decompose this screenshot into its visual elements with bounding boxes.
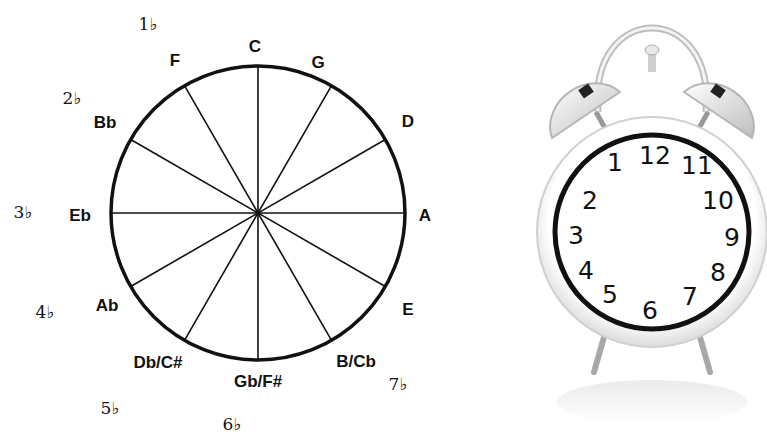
note-name: C bbox=[249, 38, 261, 55]
note-name: Ab bbox=[96, 297, 119, 314]
alarm-clock bbox=[537, 28, 767, 424]
note-name: A bbox=[419, 207, 431, 224]
flat-count: 3♭ bbox=[14, 204, 33, 221]
flat-count: 5♭ bbox=[101, 400, 120, 417]
clock-number: 3 bbox=[568, 223, 584, 248]
clock-face: 112112103948576 bbox=[552, 132, 752, 332]
note-name: B/Cb bbox=[336, 353, 376, 370]
flat-count: 4♭ bbox=[36, 304, 55, 321]
clock-number: 5 bbox=[602, 282, 618, 307]
flat-count: 2♭ bbox=[63, 90, 82, 107]
clock-number: 6 bbox=[642, 298, 658, 323]
note-name: Gb/F# bbox=[234, 373, 282, 390]
flat-count: 6♭ bbox=[223, 416, 242, 433]
clock-number: 8 bbox=[710, 260, 726, 285]
note-name: G bbox=[311, 54, 324, 71]
clock-number: 4 bbox=[578, 258, 594, 283]
clock-number: 12 bbox=[639, 143, 671, 168]
flat-count: 1♭ bbox=[139, 16, 158, 33]
note-name: E bbox=[402, 301, 413, 318]
clock-number: 9 bbox=[724, 225, 740, 250]
clock-number: 10 bbox=[702, 188, 734, 213]
clock-number: 11 bbox=[681, 153, 713, 178]
note-name: Eb bbox=[69, 207, 91, 224]
clock-number: 7 bbox=[682, 284, 698, 309]
note-name: D bbox=[402, 113, 414, 130]
clock-number: 2 bbox=[582, 188, 598, 213]
note-name: Db/C# bbox=[133, 354, 182, 371]
circle-of-fifths bbox=[111, 66, 405, 360]
flat-count: 7♭ bbox=[389, 376, 408, 393]
note-name: F bbox=[170, 52, 180, 69]
note-name: Bb bbox=[94, 114, 117, 131]
clock-number: 1 bbox=[607, 150, 623, 175]
